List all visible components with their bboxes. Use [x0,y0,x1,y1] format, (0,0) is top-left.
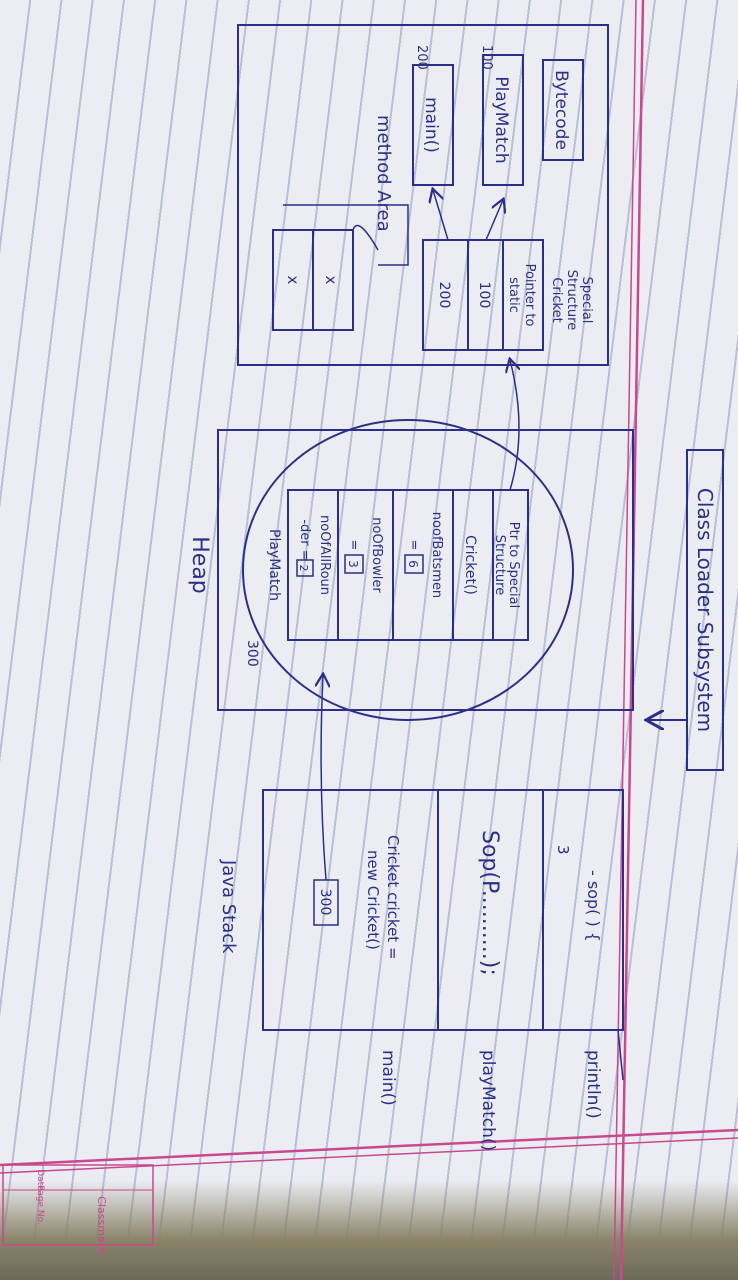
special-structure-value-100: 100 [476,282,492,309]
bytecode-label: Bytecode [551,70,571,150]
notebook-page-no: Page No. [35,1185,45,1225]
java-stack-label: Java Stack [218,859,239,954]
special-structure-line2: Structure [564,270,579,330]
stack-main-code-2: new Cricket() [364,850,382,950]
stack-println-code-2: 3 [554,845,572,855]
special-structure-line3: Cricket [549,277,564,322]
special-structure-value-200: 200 [436,282,452,309]
method-area-box [237,24,609,366]
heap-allrounder-value: 2 [297,565,310,572]
notebook-date: Date [35,1169,45,1191]
stack-println-code-1: - sop( ) { [584,870,603,942]
heap-label: Heap [187,536,212,594]
bytecode-box [542,59,584,161]
heap-address-300: 300 [244,640,260,667]
heap-batsmen-eq: = [406,540,421,551]
address-100: 100 [479,45,494,70]
cricket-object-circle [242,419,574,721]
heap-batsmen-value-box [404,554,424,574]
address-200: 200 [414,45,429,70]
notebook-page [0,0,738,1240]
heap-allrounder-value-box [296,559,314,577]
margin-line-top-2 [613,0,637,1280]
heap-bowler-value-box [344,554,364,574]
special-structure-line1: Special [579,277,594,324]
pointer-static-line1: Pointer to [522,264,537,327]
pointer-static-line2: static [506,277,521,313]
heap-allrounder-eq: -der = [297,519,312,560]
heap-bowler-label: noOfBowler [369,517,384,593]
stack-main-name: main() [378,1050,398,1106]
class-loader-label: Class Loader Subsystem [693,488,717,732]
heap-constructor: Cricket() [462,535,478,595]
cricket-object-box [287,489,529,641]
stack-main-code-1: Cricket cricket = [384,835,402,960]
stack-main-ref: 300 [317,889,333,916]
arrow-to-main [433,190,449,241]
special-structure-table [422,239,544,351]
heap-ptr-special-line1: Ptr to Special [506,522,521,608]
main-method-box [412,64,454,186]
margin-line-bottom [0,1128,738,1167]
notebook-corner-box [2,1164,154,1246]
stack-playmatch-code: Sop(P..........); [477,830,502,976]
main-method-label: main() [421,97,441,153]
heap-playmatch: PlayMatch [266,529,282,601]
heap-to-special-structure-arrow [510,360,519,491]
heap-batsmen-value: 6 [406,560,420,568]
arrow-to-playmatch [485,200,503,241]
heap-bowler-value: 3 [346,560,360,568]
static-var-x2: x [284,276,302,285]
heap-ptr-special-line2: Structure [492,535,507,595]
playmatch-method-label: PlayMatch [491,76,511,163]
pointer-static-to-vars [283,204,409,266]
notebook-brand: Classmate [95,1196,108,1254]
heap-box [217,429,634,711]
heap-allrounder-label: noOfAllRoun [317,515,332,595]
stack-playmatch-name: playMatch() [478,1050,498,1151]
stack-to-heap-arrow [321,675,326,881]
stack-println-name: println() [583,1050,603,1119]
method-area-label: method Area [373,115,394,232]
playmatch-method-box [482,54,524,186]
java-stack-box [262,789,624,1031]
class-loader-box [686,449,724,771]
heap-batsmen-label: noofBatsmen [429,512,444,598]
static-var-x1: x [322,276,340,285]
stack-frame-line [617,1029,624,1081]
heap-bowler-eq: = [346,540,361,551]
static-vars-connector [352,224,379,251]
margin-line-bottom-2 [0,1137,738,1174]
